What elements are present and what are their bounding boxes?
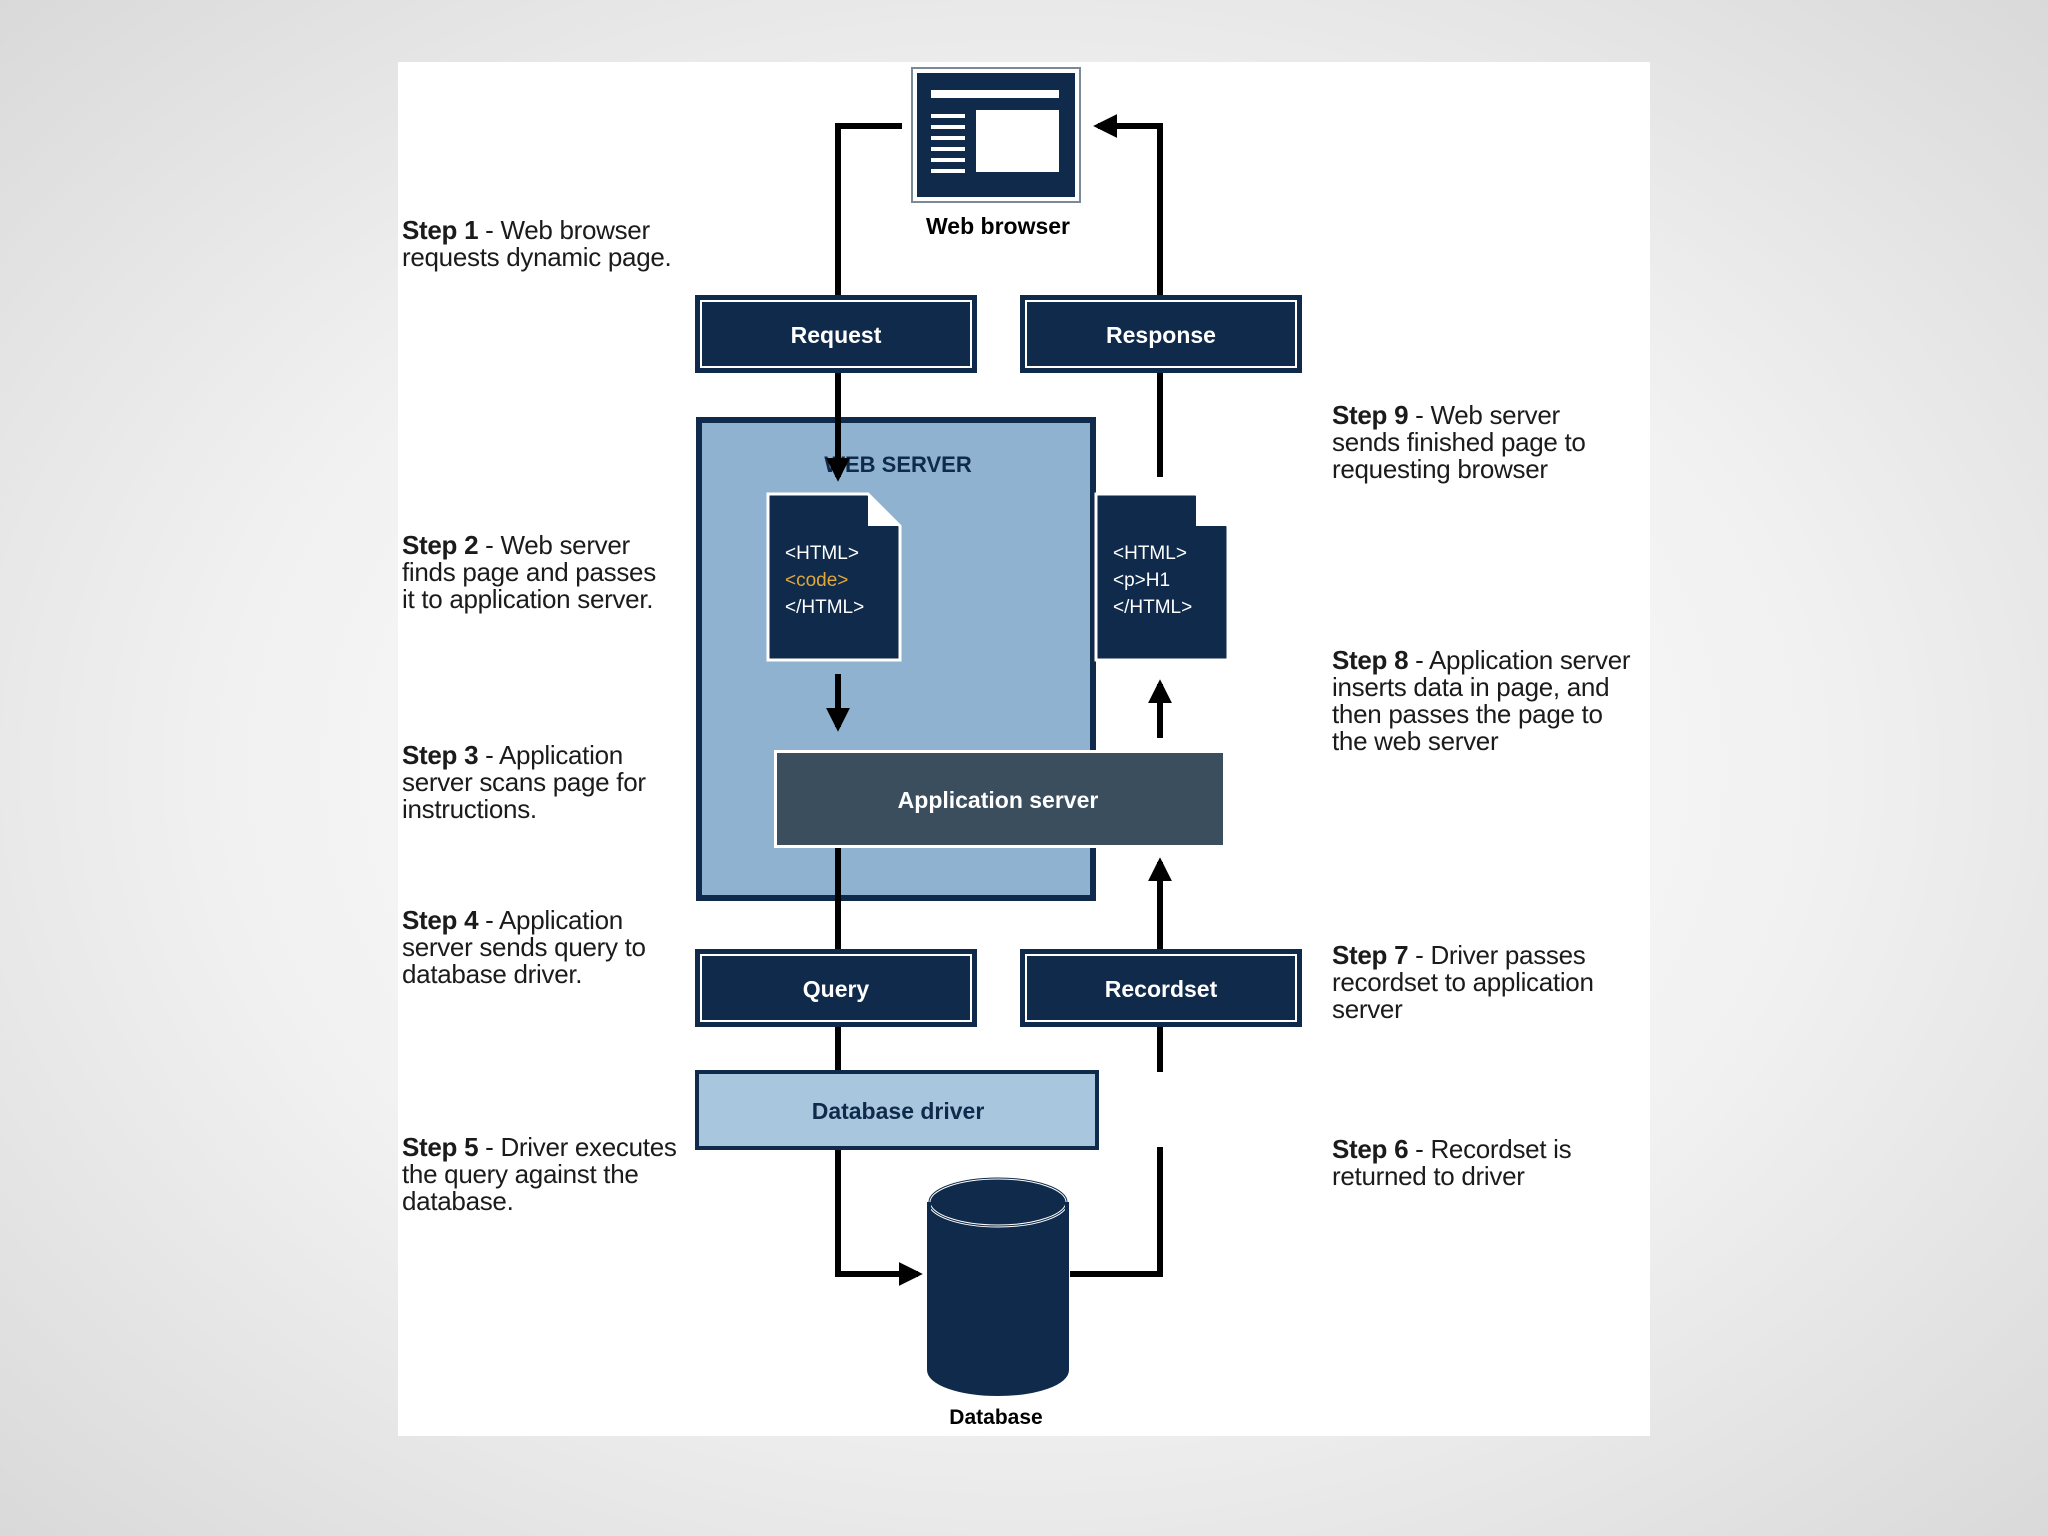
code-right-line2: <p>H1 — [1113, 570, 1170, 591]
code-right-line1: <HTML> — [1113, 543, 1187, 564]
step-7-label: Step 7 — [1332, 940, 1409, 970]
step-8-text: Step 8 - Application server inserts data… — [1332, 647, 1632, 755]
html-document-right-icon: <HTML> <p>H1 </HTML> — [1094, 492, 1230, 662]
step-3-text: Step 3 - Application server scans page f… — [402, 742, 682, 823]
request-label: Request — [791, 322, 882, 348]
database-icon — [927, 1176, 1069, 1396]
diagram: WEB SERVER — [695, 67, 1302, 1429]
code-left-line3: </HTML> — [785, 597, 864, 618]
query-box: Query — [695, 949, 977, 1027]
step-6-label: Step 6 — [1332, 1134, 1409, 1164]
step-8-label: Step 8 — [1332, 645, 1409, 675]
step-9-label: Step 9 — [1332, 400, 1409, 430]
web-server-label: WEB SERVER — [824, 452, 972, 477]
step-9-text: Step 9 - Web server sends finished page … — [1332, 402, 1622, 483]
application-server-box: Application server — [774, 750, 1226, 848]
code-left-line1: <HTML> — [785, 543, 859, 564]
step-2-label: Step 2 — [402, 530, 479, 560]
recordset-label: Recordset — [1105, 976, 1218, 1002]
step-5-desc: - Driver executes the query against the … — [402, 1132, 677, 1216]
html-document-left-icon: <HTML> <code> </HTML> — [766, 492, 902, 662]
step-1-desc: - Web browser requests dynamic page. — [402, 215, 672, 272]
application-server-label: Application server — [898, 787, 1099, 813]
step-9-desc: - Web server sends finished page to requ… — [1332, 400, 1586, 484]
database-driver-label: Database driver — [812, 1098, 985, 1124]
step-7-desc: - Driver passes recordset to application… — [1332, 940, 1594, 1024]
response-to-browser-arrow — [1093, 114, 1163, 295]
code-left-line2: <code> — [785, 570, 848, 591]
database-driver-box: Database driver — [695, 1070, 1099, 1150]
code-right-line3: </HTML> — [1113, 597, 1192, 618]
query-label: Query — [803, 976, 870, 1002]
response-box: Response — [1020, 295, 1302, 373]
step-4-label: Step 4 — [402, 905, 479, 935]
step-6-text: Step 6 - Recordset is returned to driver — [1332, 1136, 1632, 1190]
request-to-browser-line — [835, 123, 902, 295]
step-6-desc: - Recordset is returned to driver — [1332, 1134, 1572, 1191]
database-to-driver-line — [1070, 1147, 1163, 1277]
step-7-text: Step 7 - Driver passes recordset to appl… — [1332, 942, 1632, 1023]
web-browser-label: Web browser — [926, 213, 1070, 239]
step-4-text: Step 4 - Application server sends query … — [402, 907, 682, 988]
step-1-text: Step 1 - Web browser requests dynamic pa… — [402, 217, 692, 271]
request-box: Request — [695, 295, 977, 373]
step-5-label: Step 5 — [402, 1132, 479, 1162]
step-4-desc: - Application server sends query to data… — [402, 905, 646, 989]
response-label: Response — [1106, 322, 1216, 348]
recordset-box: Recordset — [1020, 949, 1302, 1027]
slide: WEB SERVER — [398, 62, 1650, 1436]
driver-to-database-arrow — [835, 1147, 923, 1286]
step-3-label: Step 3 — [402, 740, 479, 770]
step-2-text: Step 2 - Web server finds page and passe… — [402, 532, 672, 613]
database-label: Database — [949, 1406, 1042, 1429]
step-5-text: Step 5 - Driver executes the query again… — [402, 1134, 687, 1215]
web-browser-icon — [911, 67, 1081, 203]
step-3-desc: - Application server scans page for inst… — [402, 740, 646, 824]
step-2-desc: - Web server finds page and passes it to… — [402, 530, 656, 614]
step-8-desc: - Application server inserts data in pag… — [1332, 645, 1631, 756]
step-1-label: Step 1 — [402, 215, 479, 245]
